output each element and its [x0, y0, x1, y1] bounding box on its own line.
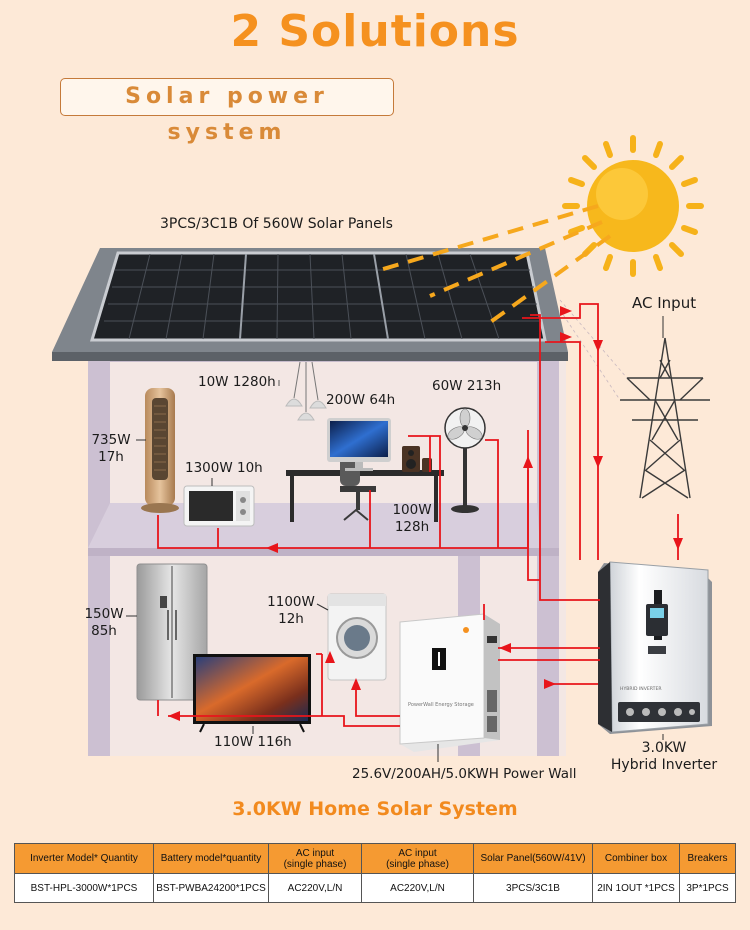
speaker-icon: [402, 446, 432, 472]
tv-label: 110W 116h: [214, 734, 292, 750]
fridge-hours: 85h: [91, 623, 117, 639]
fridge-icon: [136, 563, 208, 701]
spec-table: Inverter Model* Quantity Battery model*q…: [14, 843, 736, 903]
wiring: [157, 303, 679, 727]
cell-breakers: 3P*1PCS: [679, 873, 736, 903]
fan-label: 60W 213h: [432, 378, 502, 394]
system-diagram: PowerWall Energy Storage HYBRID INVERTER: [52, 135, 712, 762]
header-breakers: Breakers: [679, 843, 736, 874]
cell-ac-input-1: AC220V,L/N: [268, 873, 362, 903]
fridge-label: 150W 85h: [82, 606, 126, 640]
tv-icon: [193, 654, 311, 733]
cell-inverter-model: BST-HPL-3000W*1PCS: [14, 873, 154, 903]
power-tower-icon: [559, 299, 710, 499]
microwave-label: 1300W 10h: [185, 460, 263, 476]
speaker-watts: 100W: [392, 502, 432, 518]
cell-solar-panel: 3PCS/3C1B: [473, 873, 593, 903]
header-solar-panel: Solar Panel(560W/41V): [473, 843, 593, 874]
wiring-arrows: [168, 306, 683, 721]
ac-input-label: AC Input: [632, 294, 697, 312]
speaker-hours: 128h: [394, 519, 430, 535]
tower-fan-icon: [141, 388, 179, 513]
cell-battery-model: BST-PWBA24200*1PCS: [153, 873, 269, 903]
inverter-label: 3.0KW Hybrid Inverter: [605, 740, 723, 774]
washer-hours: 12h: [278, 611, 304, 627]
system-title: 3.0KW Home Solar System: [232, 798, 518, 820]
battery-device-text: PowerWall Energy Storage: [408, 702, 474, 708]
solar-panel-icon: [89, 251, 547, 342]
table-row: BST-HPL-3000W*1PCS BST-PWBA24200*1PCS AC…: [14, 873, 736, 903]
tower-fan-label: 735W 17h: [86, 432, 136, 466]
computer-icon: [327, 418, 391, 471]
subtitle-box: Solar power system: [60, 78, 394, 145]
pendant-lamp-icon: [278, 361, 327, 421]
label-leaders: [126, 316, 664, 762]
fridge-watts: 150W: [84, 606, 124, 622]
header-ac-input-1: AC input (single phase): [268, 843, 362, 874]
lamp-label: 10W 1280h: [198, 374, 276, 390]
inverter-type: Hybrid Inverter: [610, 757, 718, 773]
page-title: 2 Solutions: [230, 6, 520, 57]
microwave-icon: [183, 485, 255, 527]
solar-panels-label: 3PCS/3C1B Of 560W Solar Panels: [160, 216, 393, 232]
header-combiner-box: Combiner box: [592, 843, 680, 874]
sun-icon: [562, 135, 704, 277]
standing-fan-icon: [444, 407, 486, 513]
washer-label: 1100W 12h: [264, 594, 318, 628]
cell-ac-input-2: AC220V,L/N: [361, 873, 474, 903]
cell-combiner-box: 2IN 1OUT *1PCS: [592, 873, 680, 903]
header-ac-input-2: AC input (single phase): [361, 843, 474, 874]
inverter-device-text: HYBRID INVERTER: [620, 686, 662, 692]
spec-table-header-row: Inverter Model* Quantity Battery model*q…: [14, 843, 736, 874]
header-inverter-model: Inverter Model* Quantity: [14, 843, 154, 874]
tower-fan-watts: 735W: [91, 432, 131, 448]
battery-icon: PowerWall Energy Storage: [399, 613, 500, 752]
washing-machine-icon: [327, 593, 387, 681]
washer-watts: 1100W: [267, 594, 315, 610]
inverter-icon: HYBRID INVERTER: [598, 561, 712, 734]
tower-fan-hours: 17h: [98, 449, 124, 465]
sun-beams: [379, 204, 612, 328]
header-battery-model: Battery model*quantity: [153, 843, 269, 874]
inverter-power: 3.0KW: [641, 740, 687, 756]
battery-label: 25.6V/200AH/5.0KWH Power Wall: [352, 766, 577, 782]
speaker-label: 100W 128h: [390, 502, 434, 536]
computer-label: 200W 64h: [326, 392, 396, 408]
